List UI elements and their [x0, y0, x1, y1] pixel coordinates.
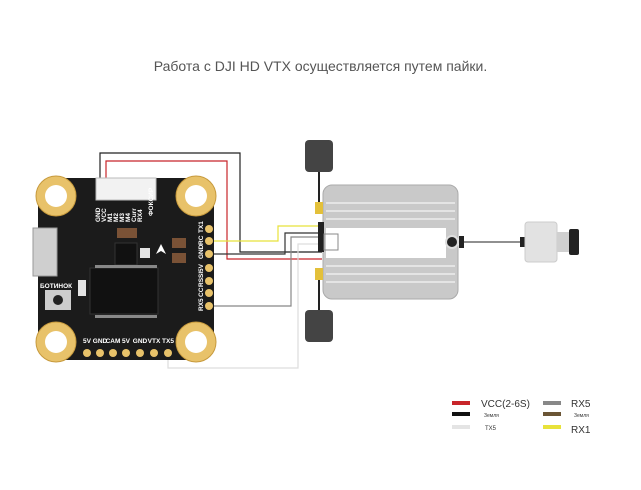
orientation-arrow-icon [156, 244, 166, 254]
legend-swatch-vcc [452, 401, 470, 405]
legend-label: TX5 [485, 426, 497, 432]
gyro-chip [114, 242, 138, 266]
legend-swatch-ground-2 [543, 412, 561, 416]
pad-label: 5V [198, 263, 205, 272]
pin-label: VCC [101, 208, 108, 222]
wire-ground-dark [210, 232, 322, 255]
flight-controller-board: ФОКСИР БОТИНОК GND VCC M1 M2 M3 M4 Curr … [32, 175, 217, 363]
legend-swatch-rx1 [543, 425, 561, 429]
mcu-chip [89, 267, 159, 315]
legend-label: RX1 [571, 425, 591, 436]
antenna-top-icon [305, 140, 333, 214]
wires [99, 152, 322, 369]
legend-swatch-ground [452, 412, 470, 416]
pad-label: RC [198, 235, 205, 245]
connector-header [95, 177, 157, 201]
pad-label: 5V [122, 338, 131, 345]
dji-vtx-unit [318, 184, 520, 300]
pad-label: VTX [148, 338, 161, 345]
right-solder-pads [205, 225, 213, 310]
legend: VCC(2-6S) Земля TX5 RX5 Земля RX1 [452, 399, 591, 436]
wire-vcc-red [105, 160, 322, 260]
pin-label: GND [95, 207, 102, 222]
vtx-connector [318, 222, 324, 252]
pin-label: M1 [107, 213, 114, 222]
antenna-bottom-icon [305, 268, 333, 342]
legend-swatch-rx5 [543, 401, 561, 405]
pad-label: GND [93, 338, 108, 345]
legend-label: VCC(2-6S) [481, 399, 530, 410]
wire-ground-black [99, 152, 322, 253]
pin-label: Curr [131, 208, 138, 222]
bottom-solder-pads [83, 349, 172, 357]
wire-rx5-grey [210, 236, 322, 307]
brand-label: БОТИНОК [40, 283, 72, 290]
legend-label: Земля [484, 413, 499, 419]
camera-port-icon [445, 235, 459, 249]
pad-label: TX1 [198, 221, 205, 233]
usb-port-icon [32, 227, 58, 277]
diagram-title: Работа с DJI HD VTX осуществляется путем… [153, 58, 488, 74]
pad-label: RX5 [198, 298, 205, 311]
pad-label: CAM [106, 338, 121, 345]
pad-label: CC [198, 287, 205, 297]
legend-swatch-tx5 [452, 425, 470, 429]
pin-label: RX4 [137, 209, 144, 222]
pin-label: M4 [125, 213, 132, 222]
camera-icon [520, 221, 579, 263]
pin-label: M2 [113, 213, 120, 222]
wire-tx5-white [167, 243, 322, 369]
pin-label: M3 [119, 213, 126, 222]
pad-label: RSSI [198, 272, 205, 287]
pad-label: GND [198, 244, 205, 259]
legend-label: Земля [574, 413, 589, 419]
pad-label: 5V [83, 338, 92, 345]
pad-label: GND [133, 338, 148, 345]
wire-rx1-yellow [210, 225, 322, 242]
pad-label: TX5 [162, 338, 174, 345]
header-label: ФОКСИР [148, 187, 155, 216]
legend-label: RX5 [571, 399, 591, 410]
